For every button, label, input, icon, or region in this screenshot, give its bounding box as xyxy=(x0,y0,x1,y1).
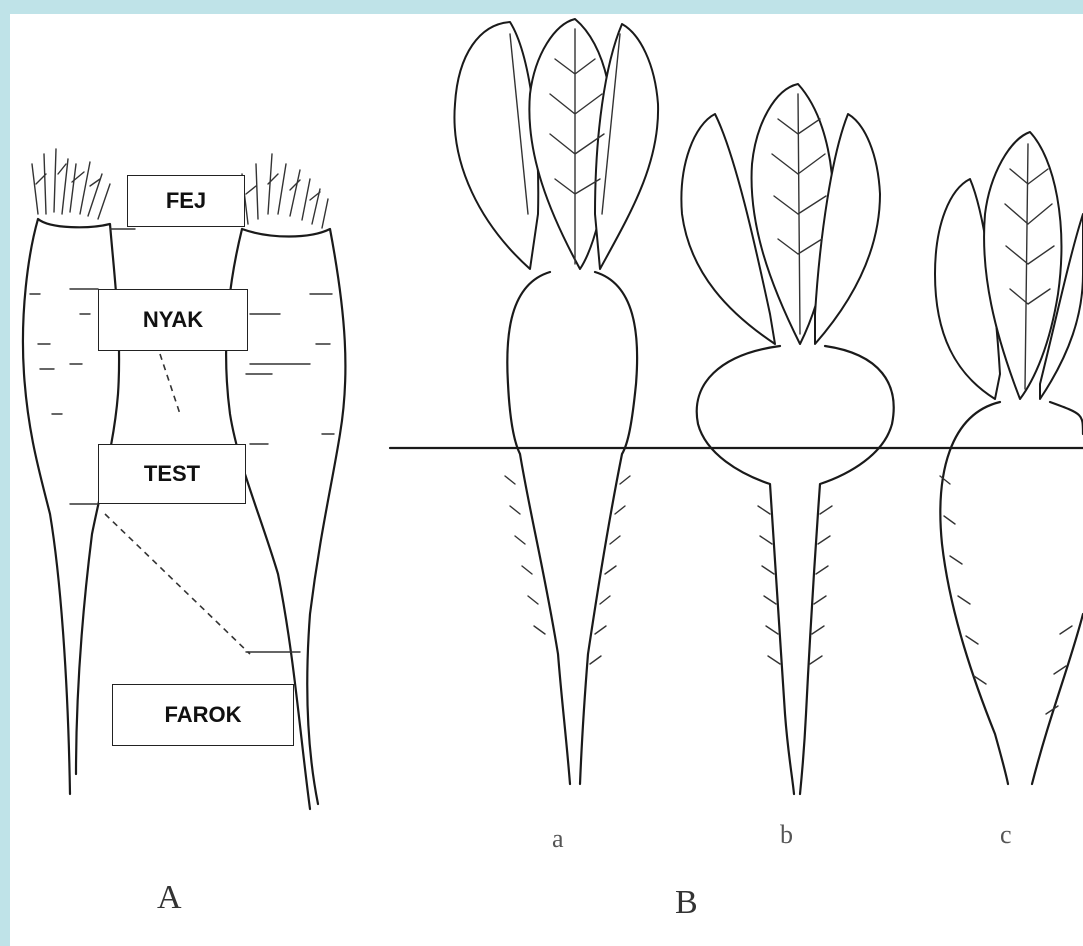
variant-label-c: c xyxy=(1000,820,1012,850)
plant-c xyxy=(935,132,1083,784)
label-tail: FAROK xyxy=(112,684,294,746)
panel-label-b: B xyxy=(675,884,698,922)
plant-b xyxy=(681,84,893,794)
label-body: TEST xyxy=(98,444,246,504)
plant-a xyxy=(454,19,658,784)
label-neck: NYAK xyxy=(98,289,248,351)
variant-label-b: b xyxy=(780,820,793,850)
panel-label-a: A xyxy=(157,879,182,917)
variant-label-a: a xyxy=(552,824,564,854)
diagram-canvas: FEJ NYAK TEST FAROK A B a b c xyxy=(10,14,1083,946)
label-head: FEJ xyxy=(127,175,245,227)
